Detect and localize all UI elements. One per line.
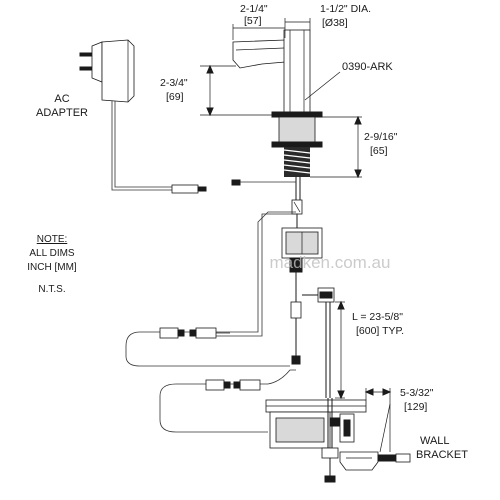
threaded-shank (283, 147, 311, 177)
dim-shank-length-mm: [65] (370, 145, 388, 157)
dimension-labels: 2-1/4" [57] 1-1/2" DIA. [Ø38] 2-3/4" [69… (160, 3, 434, 413)
dim-bracket-depth: 5-3/32" (400, 387, 434, 399)
wall-bracket (339, 388, 411, 471)
dim-bracket-depth-mm: [129] (404, 401, 427, 413)
model-label: 0390-ARK (342, 61, 393, 73)
sensor-cables (125, 327, 296, 433)
dim-shank-length: 2-9/16" (364, 131, 398, 143)
dim-spout-reach-mm: [57] (244, 15, 262, 27)
wall-bracket-label-line2: BRACKET (416, 449, 468, 461)
dim-body-dia: 1-1/2" DIA. (320, 3, 371, 15)
dim-spout-reach: 2-1/4" (240, 3, 268, 15)
dim-spout-height-mm: [69] (166, 91, 184, 103)
note-line2: ALL DIMS (29, 248, 75, 259)
part-labels: 0390-ARK AC ADAPTER WALL BRACKET (36, 61, 468, 461)
wall-bracket-label-line1: WALL (420, 435, 450, 447)
note-line3: INCH [MM] (27, 262, 77, 273)
dim-spout-height: 2-3/4" (160, 77, 188, 89)
note-nts: N.T.S. (38, 284, 65, 295)
watermark: madken.com.au (270, 253, 391, 272)
control-module (265, 398, 367, 483)
dim-hose-length-mm: [600] TYP. (356, 325, 404, 337)
control-wiring (190, 179, 303, 337)
faucet-head (232, 29, 323, 200)
solenoid-valve (281, 227, 323, 365)
dim-body-dia-mm: [Ø38] (322, 17, 348, 29)
dim-hose-length: L = 23-5/8" (352, 311, 403, 323)
note-title: NOTE: (37, 234, 68, 245)
ac-adapter (79, 39, 207, 194)
ac-adapter-label-line2: ADAPTER (36, 107, 88, 119)
ac-adapter-label-line1: AC (54, 93, 69, 105)
supply-hose (302, 287, 345, 400)
note-block: NOTE: ALL DIMS INCH [MM] N.T.S. (27, 234, 77, 295)
dimension-lines-head (200, 18, 362, 179)
